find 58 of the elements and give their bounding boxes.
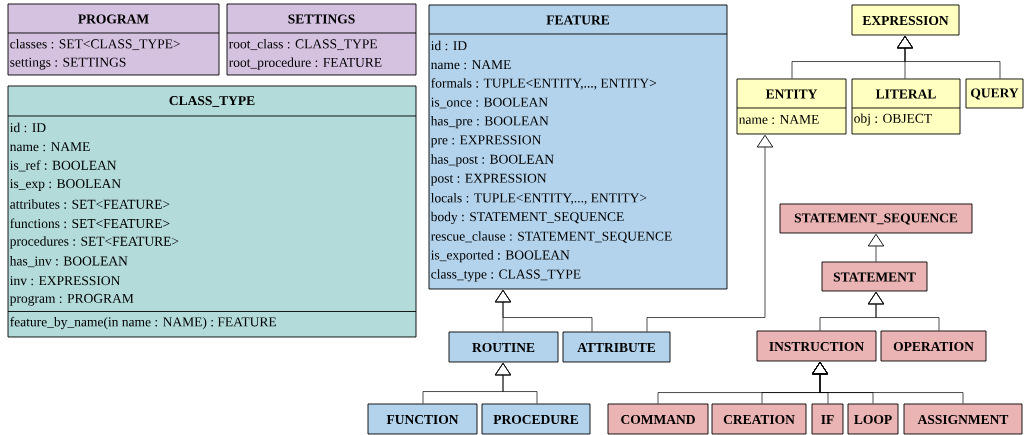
generalization-arrow bbox=[867, 291, 940, 331]
class-name: INSTRUCTION bbox=[769, 341, 864, 351]
generalization-arrow bbox=[646, 134, 774, 332]
attribute-text: pre : EXPRESSION bbox=[430, 135, 541, 148]
attribute-text: functions : SET<FEATURE> bbox=[10, 218, 170, 229]
attribute-text: name : NAME bbox=[739, 114, 819, 125]
attribute-text: root_class : CLASS_TYPE bbox=[229, 38, 377, 51]
attribute-text: body : STATEMENT_SEQUENCE bbox=[430, 211, 624, 225]
class-name: LOOP bbox=[854, 414, 892, 424]
class-name: CREATION bbox=[723, 414, 795, 424]
attribute-text: root_procedure : FEATURE bbox=[229, 57, 382, 70]
class-name: QUERY bbox=[971, 88, 1019, 100]
class-name: PROCEDURE bbox=[493, 414, 579, 424]
generalization-arrow bbox=[896, 35, 1001, 79]
class-name: IF bbox=[821, 415, 834, 424]
class-name: CLASS_TYPE bbox=[169, 96, 255, 107]
class-name: SETTINGS bbox=[288, 14, 355, 24]
generalization-arrow bbox=[494, 289, 593, 332]
attribute-text: class_type : CLASS_TYPE bbox=[431, 269, 581, 282]
class-name: PROGRAM bbox=[78, 14, 149, 24]
method-text: feature_by_name(in name : NAME) : FEATURE bbox=[10, 316, 276, 330]
class-name: STATEMENT_SEQUENCE bbox=[794, 213, 958, 225]
attribute-text: id : ID bbox=[431, 40, 467, 51]
generalization-arrow bbox=[867, 233, 885, 262]
class-name: ATTRIBUTE bbox=[577, 343, 656, 352]
attribute-text: is_exported : BOOLEAN bbox=[431, 250, 570, 263]
attribute-text: name : NAME bbox=[431, 60, 511, 70]
class-name: EXPRESSION bbox=[862, 15, 949, 25]
class-name: FEATURE bbox=[546, 15, 610, 25]
attribute-text: is_once : BOOLEAN bbox=[431, 97, 548, 109]
class-name: ROUTINE bbox=[472, 342, 535, 352]
attribute-text: formals : TUPLE<ENTITY,..., ENTITY> bbox=[431, 78, 657, 90]
attribute-text: settings : SETTINGS bbox=[10, 57, 126, 70]
class-name: ENTITY bbox=[765, 89, 818, 99]
attribute-text: inv : EXPRESSION bbox=[10, 276, 121, 286]
attribute-text: rescue_clause : STATEMENT_SEQUENCE bbox=[430, 231, 672, 243]
class-name: LITERAL bbox=[875, 89, 936, 99]
class-name: OPERATION bbox=[893, 341, 974, 351]
attribute-text: has_pre : BOOLEAN bbox=[430, 116, 549, 129]
attribute-text: has_post : BOOLEAN bbox=[430, 154, 554, 167]
attribute-text: is_exp : BOOLEAN bbox=[10, 179, 121, 191]
attribute-text: obj : OBJECT bbox=[854, 113, 932, 126]
attribute-text: program : PROGRAM bbox=[9, 293, 134, 306]
class-name: ASSIGNMENT bbox=[917, 414, 1009, 424]
class-name: STATEMENT bbox=[833, 272, 916, 282]
attribute-text: classes : SET<CLASS_TYPE> bbox=[10, 38, 180, 51]
attribute-text: has_inv : BOOLEAN bbox=[9, 256, 128, 268]
generalization-arrow bbox=[494, 362, 538, 404]
attribute-text: is_ref : BOOLEAN bbox=[10, 160, 117, 172]
class-name: COMMAND bbox=[621, 414, 695, 424]
attribute-text: id : ID bbox=[10, 122, 46, 133]
attribute-text: post : EXPRESSION bbox=[430, 173, 547, 186]
attribute-text: attributes : SET<FEATURE> bbox=[10, 199, 170, 209]
attribute-text: procedures : SET<FEATURE> bbox=[9, 236, 179, 249]
attribute-text: locals : TUPLE<ENTITY,..., ENTITY> bbox=[430, 193, 647, 205]
attribute-text: name : NAME bbox=[10, 142, 90, 152]
class-name: FUNCTION bbox=[386, 414, 459, 424]
generalization-arrow bbox=[811, 361, 964, 404]
